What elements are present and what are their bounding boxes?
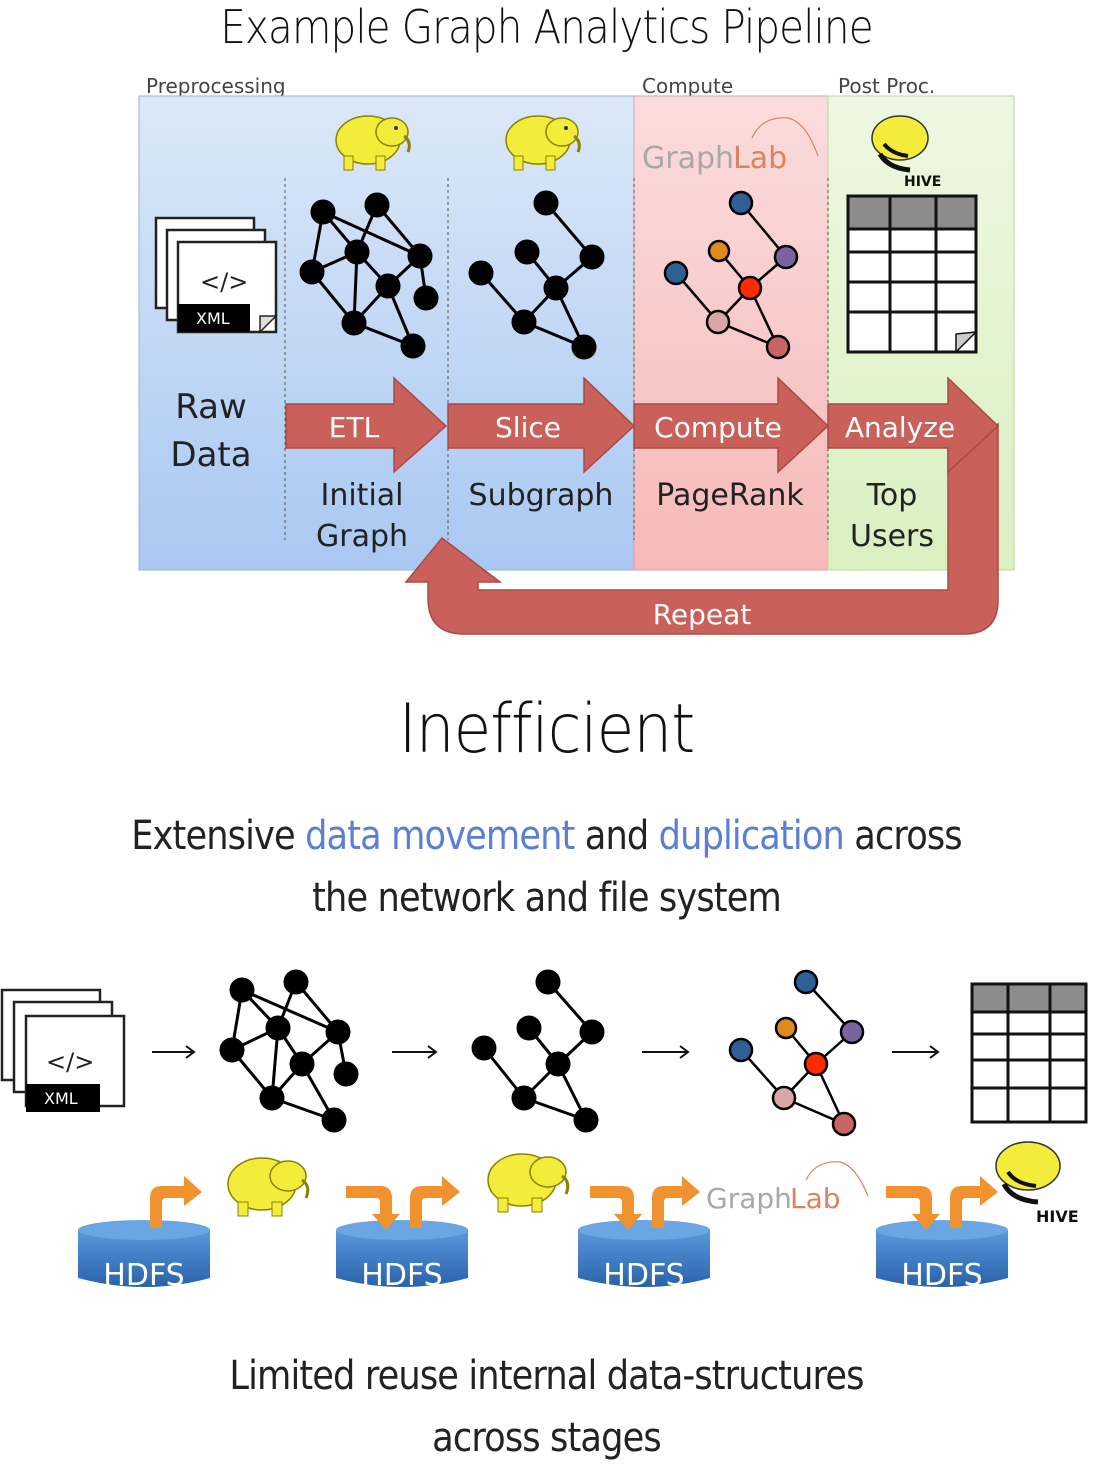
slice-label: Slice [495, 411, 561, 444]
section-label-preprocessing: Preprocessing [146, 74, 286, 98]
xml-label: XML [44, 1089, 78, 1108]
hive-logo-text: HIVE [1036, 1207, 1079, 1226]
graphlab-logo-part1: Graph [642, 141, 734, 176]
subgraph-label: Subgraph [469, 478, 614, 513]
raw-data-label-line1: Raw [175, 387, 247, 427]
orange-out-arrow-icon [410, 1176, 460, 1228]
flow-arrow-icon [642, 1045, 690, 1059]
point1-line2: the network and file system [312, 875, 782, 921]
hadoop-elephant-icon [335, 115, 411, 171]
hadoop-elephant-icon [227, 1157, 310, 1217]
xml-glyph: </> [46, 1048, 94, 1076]
graphlab-logo-part1: Graph [706, 1182, 792, 1215]
point1-highlight-data-movement: data movement [305, 813, 575, 859]
subgraph-icon [468, 190, 605, 360]
table-icon [970, 982, 1088, 1124]
hdfs-label: HDFS [901, 1258, 982, 1293]
initial-graph-icon [219, 969, 359, 1133]
top-users-label-line1: Top [866, 478, 918, 513]
hdfs-flow-diagram: </> XML [0, 969, 1088, 1293]
orange-out-arrow-icon [950, 1176, 998, 1228]
compute-label: Compute [654, 411, 782, 444]
verdict-heading: Inefficient [398, 690, 696, 769]
xml-documents-icon: </> XML [0, 988, 126, 1112]
hdfs-storage-4: HDFS [876, 1176, 1008, 1293]
flow-arrow-icon [892, 1045, 940, 1059]
graphlab-logo: Graph Lab [706, 1161, 869, 1215]
orange-out-arrow-icon [652, 1176, 700, 1228]
point1-highlight-duplication: duplication [658, 813, 845, 859]
flow-arrow-icon [152, 1045, 196, 1059]
table-icon [846, 194, 979, 354]
orange-in-arrow-icon [346, 1186, 400, 1230]
pipeline-diagram: Graph Lab HIVE </> XML [138, 95, 1015, 635]
pagerank-graph-icon [663, 190, 799, 360]
repeat-label: Repeat [653, 598, 752, 631]
compute-panel [633, 95, 829, 571]
orange-in-arrow-icon [886, 1186, 940, 1230]
graphlab-logo: Graph Lab [642, 117, 819, 176]
hadoop-elephant-icon [505, 115, 581, 171]
hive-logo: HIVE [995, 1141, 1079, 1226]
orange-out-arrow-icon [150, 1176, 202, 1228]
hdfs-label: HDFS [603, 1258, 684, 1293]
etl-arrow: ETL [285, 376, 448, 474]
hdfs-label: HDFS [361, 1258, 442, 1293]
graphlab-logo-part2: Lab [733, 141, 787, 176]
xml-documents-icon: </> XML [154, 216, 278, 334]
analyze-label: Analyze [845, 411, 955, 444]
slice-arrow: Slice [447, 376, 636, 474]
raw-data-label-line2: Data [170, 435, 251, 475]
point2-line2: across stages [432, 1415, 662, 1461]
point1-text: and [574, 813, 659, 859]
section-label-compute: Compute [642, 74, 734, 98]
hdfs-label: HDFS [103, 1258, 184, 1293]
initial-graph-label-line2: Graph [316, 519, 408, 554]
point1-text: across [843, 813, 962, 859]
xml-label: XML [196, 309, 230, 328]
etl-label: ETL [329, 411, 380, 444]
flow-arrow-icon [392, 1045, 438, 1059]
hive-logo: HIVE [871, 115, 941, 190]
compute-arrow: Compute [633, 376, 830, 474]
pagerank-label: PageRank [656, 478, 804, 513]
subgraph-icon [471, 969, 605, 1133]
hadoop-elephant-icon [487, 1153, 570, 1213]
initial-graph-label-line1: Initial [320, 478, 403, 513]
slide-title: Example Graph Analytics Pipeline [220, 0, 873, 54]
orange-in-arrow-icon [590, 1186, 642, 1230]
pagerank-graph-icon [728, 969, 865, 1137]
xml-glyph: </> [200, 268, 248, 296]
point1-line1: Extensive data movement and duplication … [66, 806, 1028, 866]
repeat-loop-arrow [404, 422, 999, 635]
hdfs-storage-3: HDFS [578, 1176, 710, 1293]
section-label-post-proc: Post Proc. [838, 74, 936, 98]
point1-text: Extensive [131, 813, 306, 859]
graphlab-logo-part2: Lab [790, 1182, 841, 1215]
hdfs-storage-1: HDFS [78, 1176, 210, 1293]
top-users-label-line2: Users [850, 519, 934, 554]
hdfs-storage-2: HDFS [336, 1176, 468, 1293]
initial-graph-icon [299, 192, 439, 359]
hive-logo-text: HIVE [904, 174, 941, 190]
analyze-arrow: Analyze [827, 376, 1000, 474]
point2-line1: Limited reuse internal data-structures [229, 1353, 864, 1399]
